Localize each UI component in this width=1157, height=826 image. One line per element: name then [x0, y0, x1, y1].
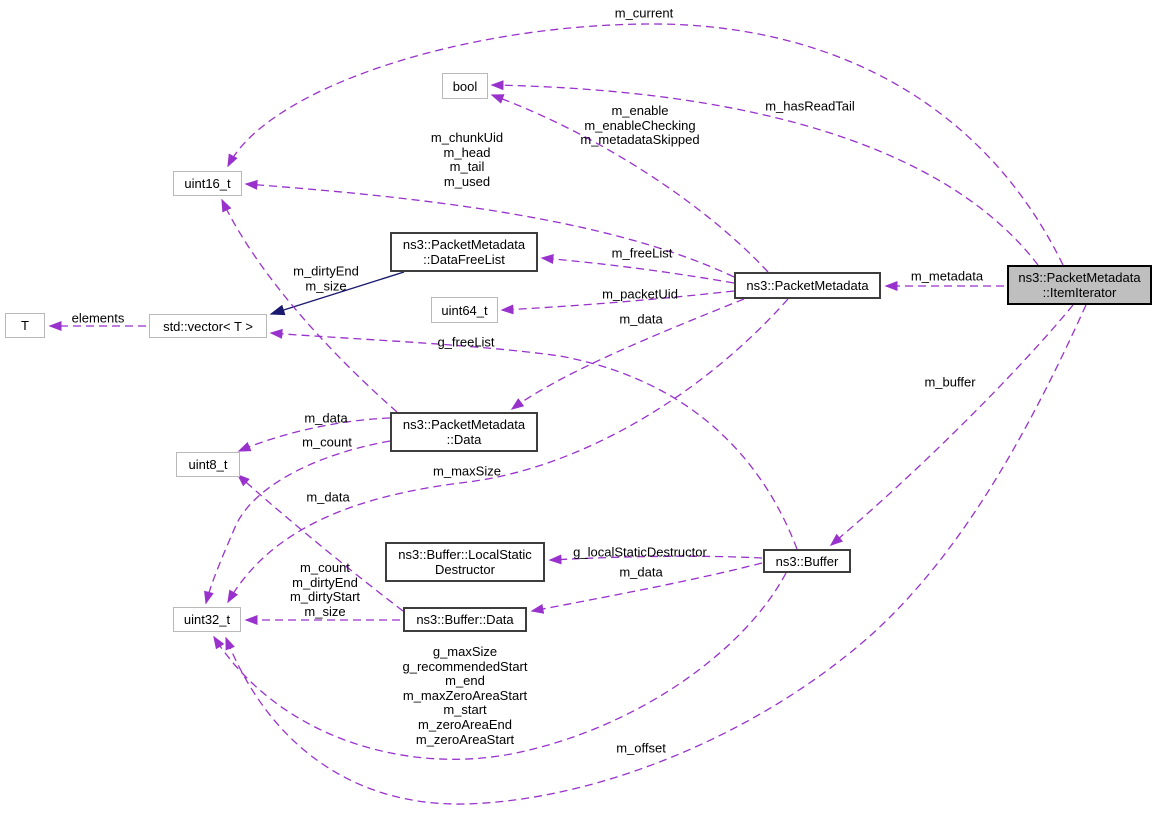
- edge-m-packetuid: [500, 290, 735, 315]
- edge-m-data-buffer: [530, 562, 763, 614]
- edge-label-m-enable-block: m_enable m_enableChecking m_metadataSkip…: [580, 103, 700, 148]
- edge-label-m-count-block: m_count m_dirtyEnd m_dirtyStart m_size: [289, 559, 361, 619]
- edge-m-chunkuid: [244, 179, 735, 278]
- edge-label-m-chunkuid-block: m_chunkUid m_head m_tail m_used: [430, 129, 504, 189]
- edge-m-maxsize: [227, 298, 789, 604]
- edge-label-m-count-pmdata: m_count: [302, 434, 352, 450]
- edge-label-g-localstaticdestructor: g_localStaticDestructor: [573, 544, 707, 560]
- edge-m-freelist: [540, 254, 735, 284]
- type-node-std-vector: std::vector< T >: [149, 314, 267, 338]
- type-node-uint64-t: uint64_t: [431, 297, 498, 323]
- edge-m-data-pmdata: [237, 417, 391, 452]
- edge-label-elements: elements: [71, 310, 125, 326]
- edge-m-dirtyend-size: [221, 198, 398, 413]
- edge-g-freelist: [269, 328, 798, 550]
- edge-m-current: [227, 23, 1064, 266]
- edge-label-m-packetuid: m_packetUid: [602, 286, 678, 302]
- type-node-uint8-t: uint8_t: [176, 452, 240, 477]
- edge-m-offset: [225, 304, 1087, 805]
- type-node-t: T: [5, 313, 45, 338]
- edge-m-data-bufferdata-uint8: [236, 473, 404, 612]
- edge-label-m-offset: m_offset: [616, 740, 666, 756]
- class-node-packetmetadata-datafreelist[interactable]: ns3::PacketMetadata ::DataFreeList: [390, 232, 538, 272]
- edge-label-m-data-pm: m_data: [619, 311, 663, 327]
- class-node-packetmetadata-data[interactable]: ns3::PacketMetadata ::Data: [390, 412, 538, 452]
- edge-g-localstaticdestructor: [548, 554, 763, 565]
- edge-label-g-freelist: g_freeList: [437, 334, 495, 350]
- edge-label-m-hasreadtail: m_hasReadTail: [765, 98, 855, 114]
- edge-label-m-data-bufferdata: m_data: [306, 489, 350, 505]
- edge-label-m-data-buffer: m_data: [619, 564, 663, 580]
- edge-label-m-buffer: m_buffer: [924, 374, 976, 390]
- class-node-buffer-localstaticdestructor[interactable]: ns3::Buffer::LocalStatic Destructor: [385, 542, 545, 582]
- class-node-packetmetadata[interactable]: ns3::PacketMetadata: [734, 272, 881, 299]
- class-node-buffer[interactable]: ns3::Buffer: [763, 549, 851, 573]
- edge-g-max-block: [213, 572, 787, 760]
- edge-label-m-maxsize: m_maxSize: [433, 463, 501, 479]
- edge-label-g-max-block: g_maxSize g_recommendedStart m_end m_max…: [402, 643, 528, 747]
- type-node-uint32-t: uint32_t: [173, 607, 241, 632]
- edge-m-buffer: [829, 304, 1074, 546]
- class-node-buffer-data[interactable]: ns3::Buffer::Data: [403, 607, 527, 632]
- edge-m-count-pmdata: [204, 440, 391, 605]
- type-node-bool: bool: [442, 73, 488, 99]
- class-node-packetmetadata-itemiterator: ns3::PacketMetadata ::ItemIterator: [1007, 265, 1152, 305]
- edge-label-m-current: m_current: [614, 5, 674, 21]
- edge-label-m-freelist: m_freeList: [611, 245, 673, 261]
- edge-label-m-data-pmdata: m_data: [304, 410, 348, 426]
- edge-label-m-dirtyend-size: m_dirtyEnd m_size: [293, 263, 359, 293]
- edge-m-hasreadtail: [490, 80, 1039, 266]
- edge-label-m-metadata: m_metadata: [910, 268, 984, 284]
- edge-m-enable: [490, 94, 769, 273]
- type-node-uint16-t: uint16_t: [173, 171, 242, 196]
